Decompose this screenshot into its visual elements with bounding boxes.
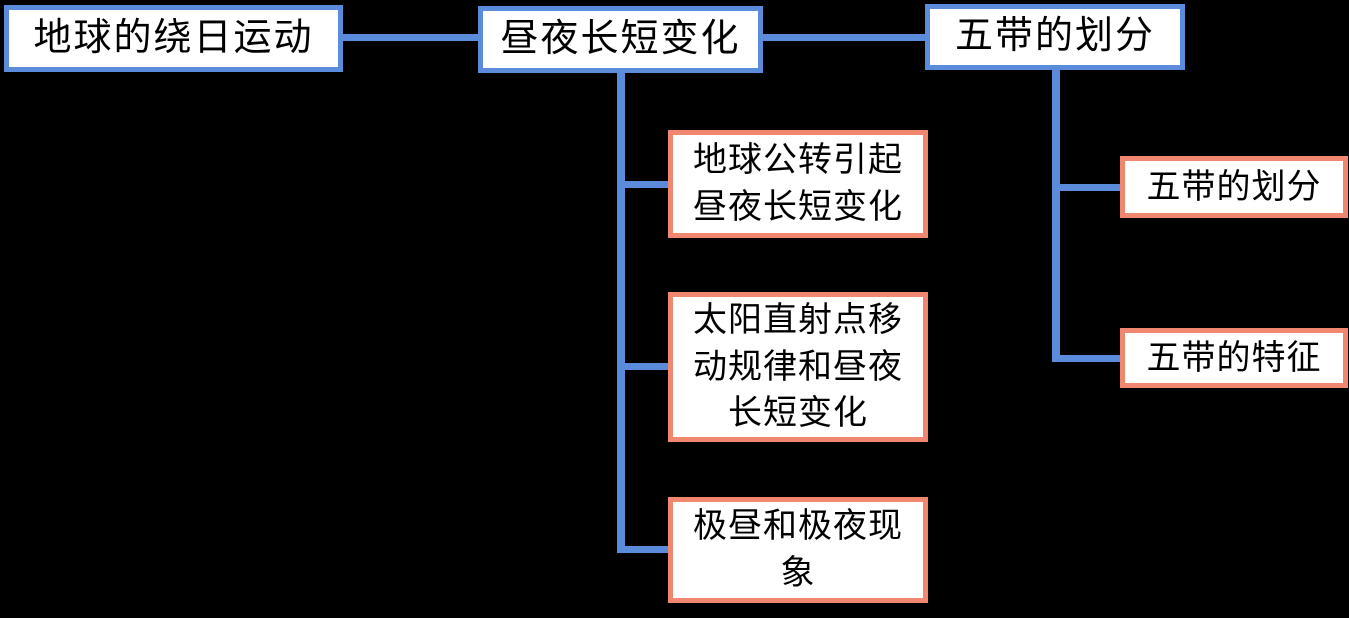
node-five-zones-features[interactable]: 五带的特征 [1120, 328, 1348, 388]
connector-fivezones-vertical [1052, 70, 1060, 362]
node-earth-revolution-causes-change[interactable]: 地球公转引起昼夜长短变化 [668, 130, 928, 238]
node-earth-sun-motion[interactable]: 地球的绕日运动 [4, 5, 343, 72]
connector-stub-earth-revolution [625, 181, 670, 188]
connector-daynight-to-fivezones [763, 34, 925, 41]
node-day-night-length-change[interactable]: 昼夜长短变化 [478, 6, 763, 73]
connector-stub-fivezones-division [1060, 184, 1122, 191]
connector-stub-sun-direct-point [625, 363, 670, 370]
node-five-zones-division-child[interactable]: 五带的划分 [1120, 156, 1348, 218]
node-five-zones-division[interactable]: 五带的划分 [925, 4, 1185, 70]
connector-elbow-fivezones-features [1052, 355, 1122, 362]
node-sun-direct-point-movement[interactable]: 太阳直射点移动规律和昼夜长短变化 [668, 292, 928, 442]
connector-elbow-polar-day-night [617, 546, 670, 553]
connector-daynight-vertical [617, 72, 625, 553]
connector-root-to-daynight [343, 34, 478, 41]
node-polar-day-night-phenomenon[interactable]: 极昼和极夜现象 [668, 497, 928, 603]
